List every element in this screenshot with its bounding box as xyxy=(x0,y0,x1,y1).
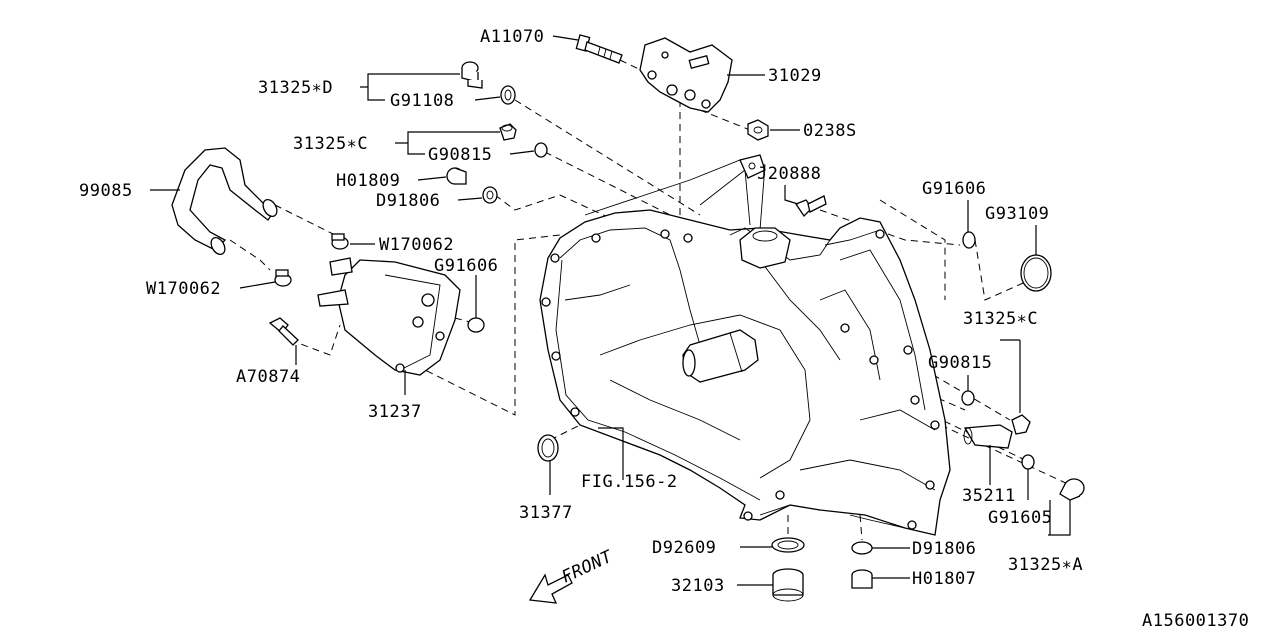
w170062-clamp-lower xyxy=(274,269,292,287)
label-d91806-bottom: D91806 xyxy=(912,539,976,559)
label-g91605: G91605 xyxy=(988,508,1052,528)
label-35211: 35211 xyxy=(962,486,1016,506)
99085-hose xyxy=(171,147,278,256)
0238s-nut xyxy=(747,119,769,141)
label-31325d: 31325∗D xyxy=(258,78,333,98)
label-g90815-right: G90815 xyxy=(928,353,992,373)
label-0238s: 0238S xyxy=(803,121,857,141)
g91605-washer xyxy=(1021,454,1035,470)
label-j20888: J20888 xyxy=(757,164,821,184)
g90815-top-washer xyxy=(534,142,548,158)
d91806-top-washer xyxy=(482,186,498,204)
label-fig156-2: FIG.156-2 xyxy=(581,472,678,492)
diagram-code: A156001370 xyxy=(1142,611,1249,631)
label-g91606-left: G91606 xyxy=(434,256,498,276)
h01809-plug xyxy=(446,167,467,185)
j20888-bolt xyxy=(795,195,827,218)
label-w170062-b: W170062 xyxy=(146,279,221,299)
label-h01807: H01807 xyxy=(912,569,976,589)
label-31325a: 31325∗A xyxy=(1008,555,1083,575)
g91606-left-washer xyxy=(467,317,485,333)
d92609-washer xyxy=(771,537,805,553)
front-label: FRONT xyxy=(559,546,617,587)
31325c-top-plug xyxy=(499,123,517,141)
label-a11070: A11070 xyxy=(480,27,544,47)
h01807-plug xyxy=(851,569,873,589)
35211-shaft xyxy=(963,424,1013,449)
label-g93109: G93109 xyxy=(985,204,1049,224)
label-h01809: H01809 xyxy=(336,171,400,191)
label-d92609: D92609 xyxy=(652,538,716,558)
31237-oil-cooler xyxy=(317,257,461,376)
label-31237: 31237 xyxy=(368,402,422,422)
label-g91108: G91108 xyxy=(390,91,454,111)
leader-lines xyxy=(150,35,1071,586)
31325c-right-plug xyxy=(1011,414,1031,435)
label-31325c-top: 31325∗C xyxy=(293,134,368,154)
label-w170062-a: W170062 xyxy=(379,235,454,255)
31029-bracket xyxy=(639,37,733,113)
31325d-plug xyxy=(461,61,483,89)
31377-seal xyxy=(537,434,559,462)
label-31377: 31377 xyxy=(519,503,573,523)
31325a-plug xyxy=(1059,478,1085,501)
front-arrow: FRONT xyxy=(528,546,617,604)
label-a70874: A70874 xyxy=(236,367,300,387)
32103-plug xyxy=(772,568,804,602)
label-g91606-right: G91606 xyxy=(922,179,986,199)
label-32103: 32103 xyxy=(671,576,725,596)
label-g90815-top: G90815 xyxy=(428,145,492,165)
w170062-clamp-upper xyxy=(331,233,349,250)
a11070-bolt xyxy=(575,34,623,64)
a70874-bolt xyxy=(268,317,299,346)
label-d91806-top: D91806 xyxy=(376,191,440,211)
label-31029: 31029 xyxy=(768,66,822,86)
g93109-oring xyxy=(1020,254,1052,292)
label-99085: 99085 xyxy=(79,181,133,201)
label-31325c-right: 31325∗C xyxy=(963,309,1038,329)
d91806-bottom-washer xyxy=(851,541,873,555)
g91606-right-washer xyxy=(962,231,976,249)
g91108-washer xyxy=(500,85,516,105)
part-labels: A11070 31029 31325∗D G91108 0238S 31325∗… xyxy=(79,27,1249,631)
g90815-right-washer xyxy=(961,390,975,406)
transmission-case xyxy=(539,154,951,536)
